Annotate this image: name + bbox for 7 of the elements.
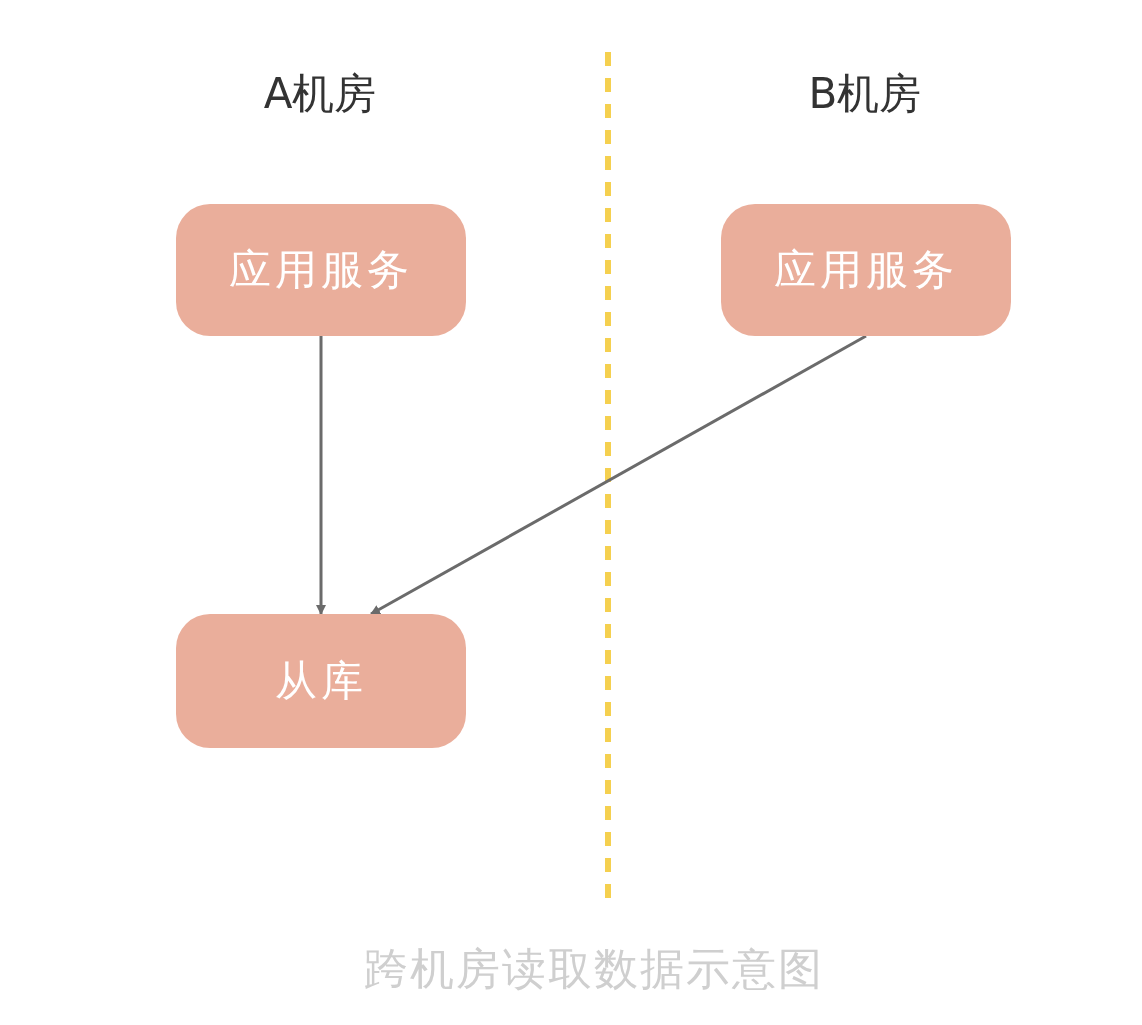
room-heading: B机房 <box>808 68 922 120</box>
process-box: 应用服务 <box>176 204 466 336</box>
arrow <box>370 334 867 616</box>
room-heading: A机房 <box>263 68 377 120</box>
process-box: 从库 <box>176 614 466 748</box>
arrow <box>316 336 326 615</box>
process-box: 应用服务 <box>721 204 1011 336</box>
